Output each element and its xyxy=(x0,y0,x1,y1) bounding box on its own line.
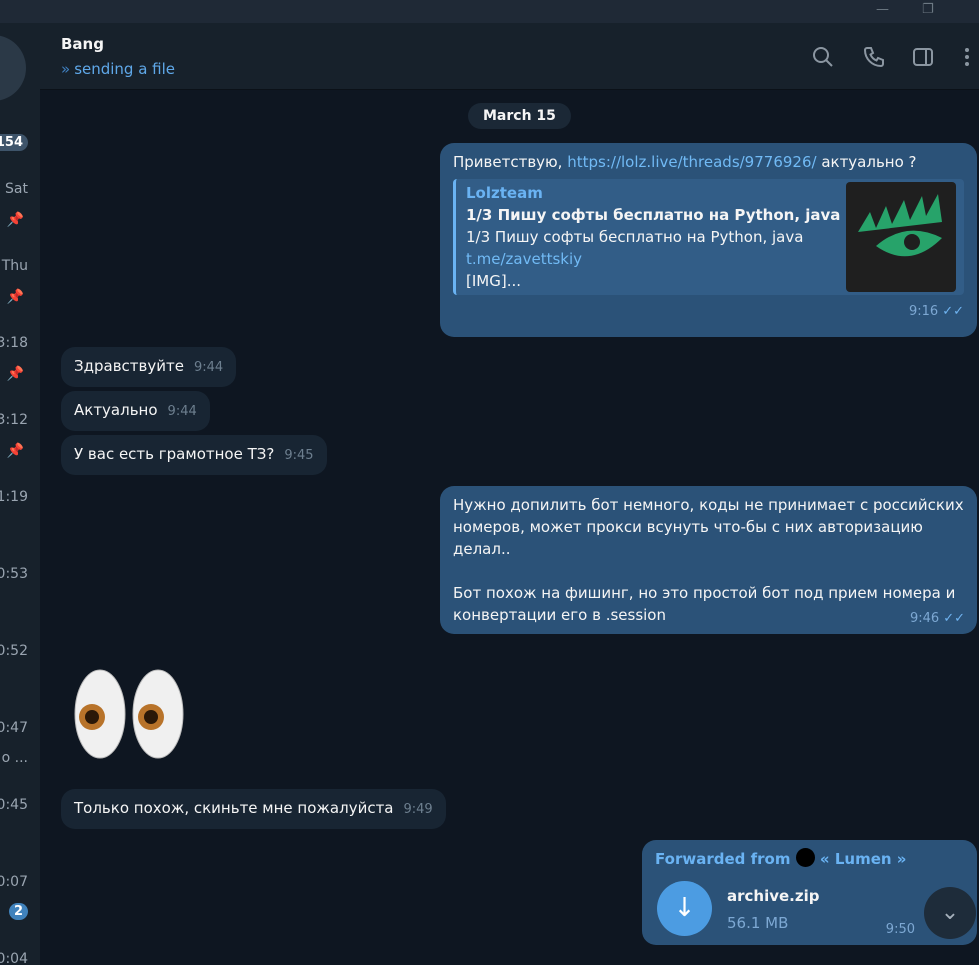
message-time: 9:16 xyxy=(909,304,939,319)
message-time: 9:49 xyxy=(403,802,433,817)
chat-time: 0:04 xyxy=(0,951,28,965)
message-time: 9:46 xyxy=(910,611,940,626)
file-size: 56.1 MB xyxy=(727,914,789,932)
eyes-sticker[interactable] xyxy=(72,668,190,764)
pin-icon: 📌 xyxy=(6,289,24,305)
link-preview[interactable]: Lolzteam 1/3 Пишу софты бесплатно на Pyt… xyxy=(453,179,964,295)
preview-description: 1/3 Пишу софты бесплатно на Python, java xyxy=(466,228,804,246)
download-button[interactable]: ↓ xyxy=(657,881,712,936)
chat-time: 1:19 xyxy=(0,489,28,505)
chat-snippet: o ... xyxy=(1,750,28,766)
date-separator: March 15 xyxy=(468,103,571,129)
title-bar: — ❐ xyxy=(0,0,979,23)
chat-title[interactable]: Bang xyxy=(61,35,104,53)
unread-badge: 154 xyxy=(0,134,28,151)
message-text: Бот похож на фишинг, но это простой бот … xyxy=(453,584,956,624)
message-time: 9:44 xyxy=(167,404,197,419)
message-time: 9:45 xyxy=(284,448,314,463)
chat-status: »sending a file xyxy=(61,60,175,78)
chat-time: 0:52 xyxy=(0,643,28,659)
message-text: У вас есть грамотное ТЗ? xyxy=(74,445,275,463)
message-time: 9:44 xyxy=(193,360,224,375)
more-icon[interactable] xyxy=(955,45,979,69)
chat-time: 3:18 xyxy=(0,335,28,351)
scroll-down-button[interactable]: ⌄ xyxy=(924,887,976,939)
chat-time: 0:45 xyxy=(0,797,28,813)
pin-icon: 📌 xyxy=(6,212,24,228)
chat-time: 0:53 xyxy=(0,566,28,582)
pin-icon: 📌 xyxy=(6,443,24,459)
pin-icon: 📌 xyxy=(6,366,24,382)
message-incoming[interactable]: Только похож, скиньте мне пожалуйста 9:49 xyxy=(61,789,446,829)
preview-image xyxy=(846,182,956,292)
preview-more: [IMG]... xyxy=(466,272,521,290)
message-incoming[interactable]: Здравствуйте 9:44 xyxy=(61,347,237,387)
message-text: Приветствую, https://lolz.live/threads/9… xyxy=(453,153,917,171)
forwarded-label: Forwarded from xyxy=(655,850,791,868)
read-checkmarks-icon: ✓✓ xyxy=(943,611,965,626)
minimize-button[interactable]: — xyxy=(876,2,889,17)
chat-list-sidebar[interactable]: 154 Sat 📌 Thu 📌 3:18 📌 3:12 📌 1:19 0:53 … xyxy=(0,23,40,965)
read-checkmarks-icon: ✓✓ xyxy=(942,304,964,319)
message-incoming[interactable]: У вас есть грамотное ТЗ? 9:45 xyxy=(61,435,327,475)
preview-link[interactable]: t.me/zavettskiy xyxy=(466,250,583,268)
message-text: Актуально xyxy=(74,401,158,419)
chat-time: Thu xyxy=(1,258,28,274)
preview-title: 1/3 Пишу софты бесплатно на Python, java xyxy=(466,206,841,224)
chat-time: 0:47 xyxy=(0,720,28,736)
message-outgoing[interactable]: Нужно допилить бот немного, коды не прин… xyxy=(440,486,977,634)
forwarded-header[interactable]: Forwarded from « Lumen » xyxy=(655,848,964,870)
message-text: Здравствуйте xyxy=(74,357,184,375)
status-text: sending a file xyxy=(74,60,176,78)
sidebar-toggle-icon[interactable] xyxy=(911,45,935,69)
message-outgoing-file[interactable]: Forwarded from « Lumen » ↓ archive.zip 5… xyxy=(642,840,977,945)
sending-icon: » xyxy=(61,60,71,78)
phone-icon[interactable] xyxy=(862,45,886,69)
message-link[interactable]: https://lolz.live/threads/9776926/ xyxy=(567,153,817,171)
restore-button[interactable]: ❐ xyxy=(922,2,934,17)
message-time: 9:50 xyxy=(885,922,915,937)
chat-time: 0:07 xyxy=(0,874,28,890)
chat-time: Sat xyxy=(5,181,28,197)
file-name: archive.zip xyxy=(727,887,820,905)
chat-time: 3:12 xyxy=(0,412,28,428)
forwarded-name[interactable]: « Lumen » xyxy=(819,850,907,868)
message-area[interactable]: March 15 Приветствую, https://lolz.live/… xyxy=(40,90,979,965)
message-text: Нужно допилить бот немного, коды не прин… xyxy=(453,496,964,558)
message-outgoing[interactable]: Приветствую, https://lolz.live/threads/9… xyxy=(440,143,977,337)
chat-header: Bang »sending a file xyxy=(40,23,979,90)
preview-site: Lolzteam xyxy=(466,184,543,202)
unread-badge: 2 xyxy=(8,903,28,920)
channel-avatar-icon xyxy=(795,848,815,867)
chevron-down-icon: ⌄ xyxy=(940,900,960,925)
avatar[interactable] xyxy=(0,35,26,101)
search-icon[interactable] xyxy=(811,45,835,69)
message-text: Только похож, скиньте мне пожалуйста xyxy=(74,799,394,817)
message-incoming[interactable]: Актуально 9:44 xyxy=(61,391,210,431)
